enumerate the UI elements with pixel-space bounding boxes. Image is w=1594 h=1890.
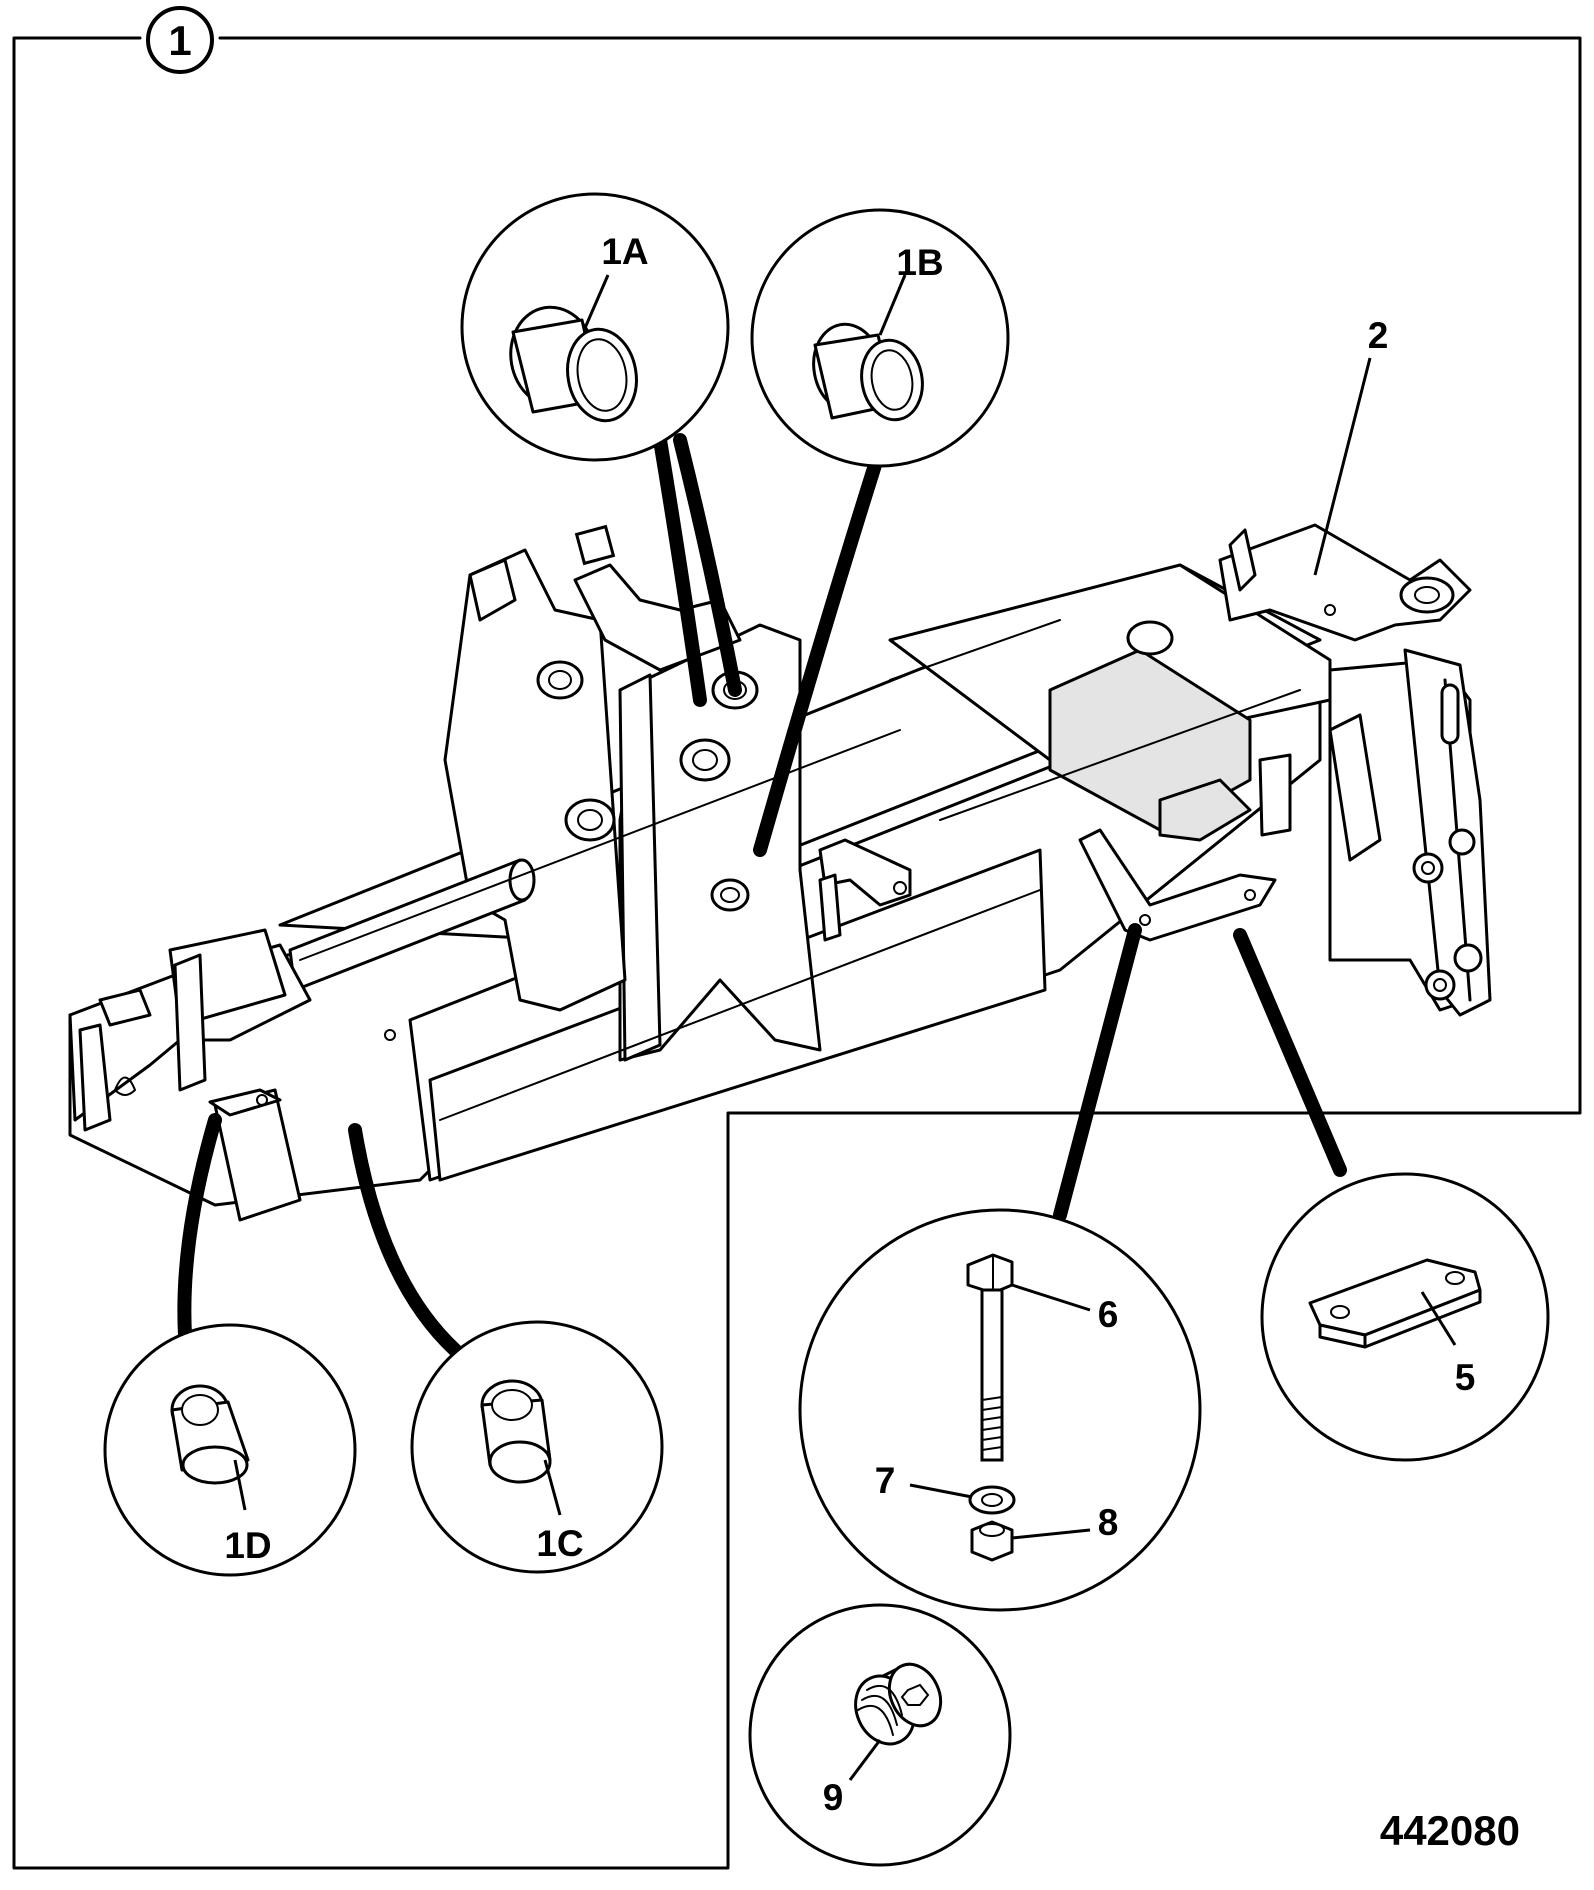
label-7: 7 bbox=[875, 1460, 896, 1501]
label-1C: 1C bbox=[536, 1523, 583, 1564]
label-1A: 1A bbox=[601, 231, 648, 272]
assembly-boundary bbox=[12, 36, 1582, 1870]
detail-1C: 1C bbox=[410, 1320, 664, 1574]
detail-1A: 1A bbox=[460, 192, 730, 462]
leader-lines bbox=[177, 433, 1347, 1357]
label-8: 8 bbox=[1098, 1502, 1119, 1543]
label-1B: 1B bbox=[896, 242, 943, 283]
callout-1-label: 1 bbox=[168, 17, 191, 64]
detail-6-7-8: 6 7 8 bbox=[798, 1208, 1202, 1612]
detail-1B: 1B bbox=[750, 208, 1010, 468]
label-5: 5 bbox=[1455, 1357, 1476, 1398]
label-1D: 1D bbox=[224, 1525, 271, 1566]
label-2: 2 bbox=[1368, 315, 1389, 356]
callout-2: 2 bbox=[1313, 315, 1389, 576]
detail-1D: 1D bbox=[103, 1323, 357, 1577]
label-6: 6 bbox=[1098, 1294, 1119, 1335]
callout-1: 1 bbox=[146, 6, 214, 74]
detail-9: 9 bbox=[748, 1603, 1012, 1867]
chassis-frame bbox=[68, 523, 1492, 1222]
label-9: 9 bbox=[823, 1777, 844, 1818]
figure-number: 442080 bbox=[1380, 1807, 1520, 1854]
detail-5: 5 bbox=[1260, 1172, 1550, 1462]
